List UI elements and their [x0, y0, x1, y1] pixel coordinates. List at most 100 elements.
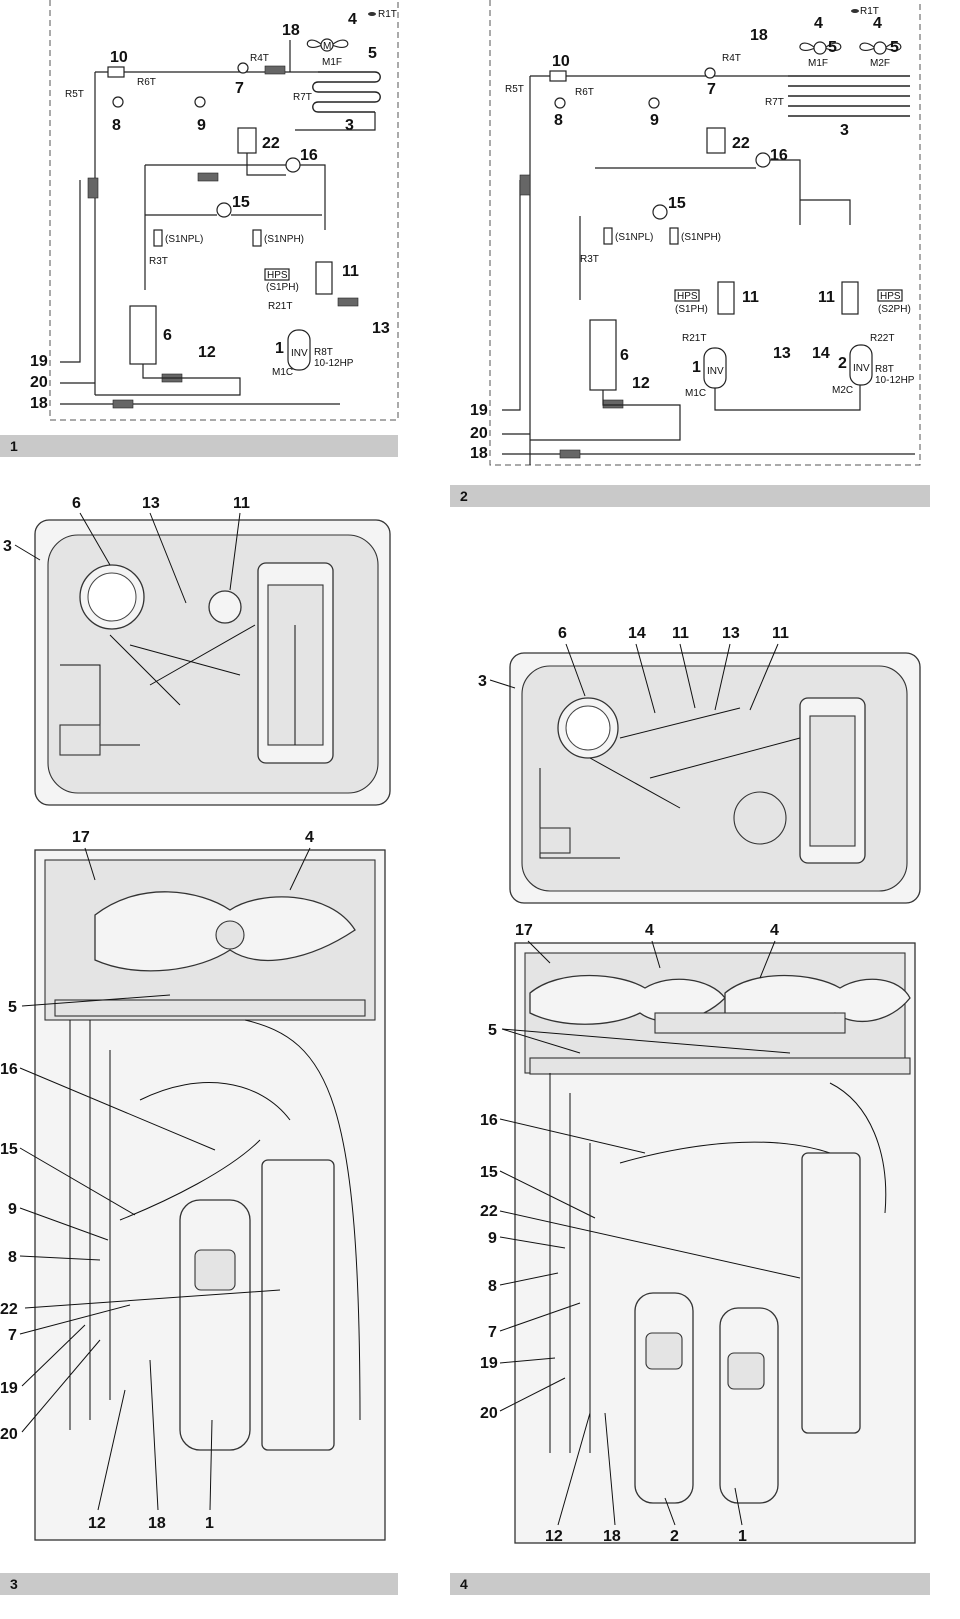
svg-text:9: 9: [8, 1201, 17, 1218]
hps-label: HPS: [267, 270, 288, 281]
figure-4-top-view: 6 14 11 13 11 3: [470, 618, 930, 913]
svg-text:6: 6: [163, 327, 172, 344]
svg-text:3: 3: [345, 117, 354, 134]
svg-text:1: 1: [205, 1515, 214, 1532]
m2c-label: M2C: [832, 385, 853, 396]
r1t-sensor-label: R1T: [378, 9, 397, 20]
svg-text:12: 12: [198, 344, 216, 361]
svg-text:18: 18: [282, 22, 300, 39]
r7t-label-2: R7T: [765, 97, 784, 108]
svg-text:9: 9: [488, 1230, 497, 1247]
r8t-label-2: R8T: [875, 364, 894, 375]
svg-text:3: 3: [478, 673, 487, 690]
figure-3-caption: 3: [0, 1573, 398, 1595]
inv-label-2a: INV: [707, 366, 724, 377]
svg-text:15: 15: [232, 194, 250, 211]
svg-text:19: 19: [30, 353, 48, 370]
s1nph-label: (S1NPH): [264, 234, 304, 245]
svg-text:3: 3: [3, 538, 12, 555]
svg-text:19: 19: [470, 402, 488, 419]
s1ph-label-2: (S1PH): [675, 304, 708, 315]
svg-text:5: 5: [368, 45, 377, 62]
svg-text:1: 1: [738, 1528, 747, 1545]
svg-text:15: 15: [480, 1164, 498, 1181]
fan-m2f-icon: [859, 41, 902, 55]
svg-text:12: 12: [632, 375, 650, 392]
svg-text:20: 20: [470, 425, 488, 442]
svg-text:18: 18: [603, 1528, 621, 1545]
svg-text:2: 2: [670, 1528, 679, 1545]
svg-text:7: 7: [707, 81, 716, 98]
r4t-label: R4T: [250, 53, 269, 64]
fan-4-icon: M: [306, 38, 349, 52]
svg-text:8: 8: [8, 1249, 17, 1266]
figure-2-schematic: R1T 4 4 5 5 M1F M2F 3 R7T 18 10 R6T R5T …: [470, 0, 930, 470]
svg-text:18: 18: [148, 1515, 166, 1532]
fan-blade-4: [94, 891, 356, 972]
svg-text:4: 4: [348, 11, 357, 28]
svg-text:4: 4: [873, 15, 882, 32]
svg-text:16: 16: [300, 147, 318, 164]
m2f-label: M2F: [870, 58, 890, 69]
svg-text:20: 20: [480, 1405, 498, 1422]
svg-text:7: 7: [8, 1327, 17, 1344]
m1c-label-2: M1C: [685, 388, 706, 399]
svg-text:4: 4: [305, 829, 314, 846]
r3t-label-2: R3T: [580, 254, 599, 265]
r4t-label-2: R4T: [722, 53, 741, 64]
svg-text:16: 16: [480, 1112, 498, 1129]
figure-2-caption: 2: [450, 485, 930, 507]
hps-label-2b: HPS: [880, 291, 901, 302]
r6t-label-2: R6T: [575, 87, 594, 98]
svg-text:7: 7: [235, 80, 244, 97]
svg-text:3: 3: [840, 122, 849, 139]
r7t-label: R7T: [293, 92, 312, 103]
svg-text:2: 2: [838, 355, 847, 372]
svg-text:8: 8: [554, 112, 563, 129]
svg-text:10: 10: [552, 53, 570, 70]
r21t-label: R21T: [268, 301, 292, 312]
svg-text:15: 15: [668, 195, 686, 212]
svg-text:22: 22: [262, 135, 280, 152]
r21t-label-2: R21T: [682, 333, 706, 344]
svg-text:11: 11: [742, 289, 759, 306]
r22t-label: R22T: [870, 333, 894, 344]
s1nph-label-2: (S1NPH): [681, 232, 721, 243]
heat-exchanger-3: [312, 71, 381, 113]
svg-text:5: 5: [8, 999, 17, 1016]
svg-text:15: 15: [0, 1141, 18, 1158]
svg-text:14: 14: [628, 625, 646, 642]
fan-m1f-icon: [799, 41, 842, 55]
svg-text:M: M: [323, 41, 331, 52]
svg-text:5: 5: [488, 1022, 497, 1039]
svg-text:20: 20: [0, 1426, 18, 1443]
svg-text:8: 8: [112, 117, 121, 134]
svg-text:22: 22: [0, 1301, 18, 1318]
m1c-label: M1C: [272, 367, 293, 378]
svg-text:1: 1: [692, 359, 701, 376]
svg-text:8: 8: [488, 1278, 497, 1295]
hps-label-2a: HPS: [677, 291, 698, 302]
figure-4-front-view: 17 4 4 5 16 15 22 9 8 7 19 20 12 18 2 1: [470, 913, 930, 1563]
s1npl-label: (S1NPL): [165, 234, 203, 245]
svg-text:17: 17: [515, 922, 533, 939]
svg-text:9: 9: [197, 117, 206, 134]
r3t-label: R3T: [149, 256, 168, 267]
svg-text:6: 6: [620, 347, 629, 364]
svg-text:12: 12: [545, 1528, 563, 1545]
svg-text:11: 11: [818, 289, 835, 306]
svg-text:1: 1: [275, 340, 284, 357]
svg-text:13: 13: [142, 495, 160, 512]
svg-text:4: 4: [645, 922, 654, 939]
svg-text:20: 20: [30, 374, 48, 391]
svg-text:5: 5: [828, 39, 837, 56]
svg-text:11: 11: [672, 625, 689, 642]
svg-text:4: 4: [814, 15, 823, 32]
svg-text:11: 11: [342, 263, 359, 280]
svg-text:19: 19: [0, 1380, 18, 1397]
r8t-sub-label: 10-12HP: [314, 358, 354, 369]
svg-text:18: 18: [470, 445, 488, 462]
svg-text:22: 22: [480, 1203, 498, 1220]
fan-blades-4-4: [529, 974, 911, 1025]
inv-label-2b: INV: [853, 363, 870, 374]
